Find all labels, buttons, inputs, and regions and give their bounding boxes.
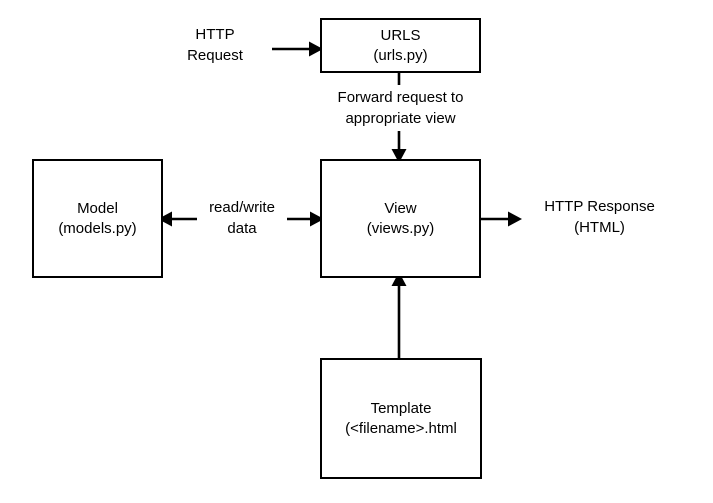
node-urls-subtitle: (urls.py) [373,46,428,64]
label-forward-request: Forward request to appropriate view [318,85,483,131]
node-template[interactable]: Template (<filename>.html [320,358,482,479]
edge-template-to-view [390,272,408,360]
node-template-title: Template [370,399,432,417]
node-view-subtitle: (views.py) [366,219,435,237]
node-template-subtitle: (<filename>.html [345,419,457,437]
edge-view-to-http-response [478,210,522,228]
label-http-response: HTTP Response (HTML) [522,194,677,240]
label-forward-request-line1: Forward request to [337,89,464,106]
node-urls[interactable]: URLS (urls.py) [320,18,481,73]
node-urls-title: URLS [380,26,421,44]
label-http-request-line2: Request [187,47,243,64]
label-http-response-line1: HTTP Response [544,198,655,215]
label-http-request-line1: HTTP [195,26,235,43]
label-read-write-data-line2: data [227,220,257,237]
label-read-write-data-line1: read/write [209,199,275,216]
node-model[interactable]: Model (models.py) [32,159,163,278]
node-view-title: View [384,199,417,217]
node-model-title: Model [77,199,118,217]
label-http-response-line2: (HTML) [574,219,625,236]
label-forward-request-line2: appropriate view [345,110,456,127]
label-http-request: HTTP Request [158,22,272,68]
node-model-subtitle: (models.py) [58,219,137,237]
label-read-write-data: read/write data [197,195,287,241]
node-view[interactable]: View (views.py) [320,159,481,278]
